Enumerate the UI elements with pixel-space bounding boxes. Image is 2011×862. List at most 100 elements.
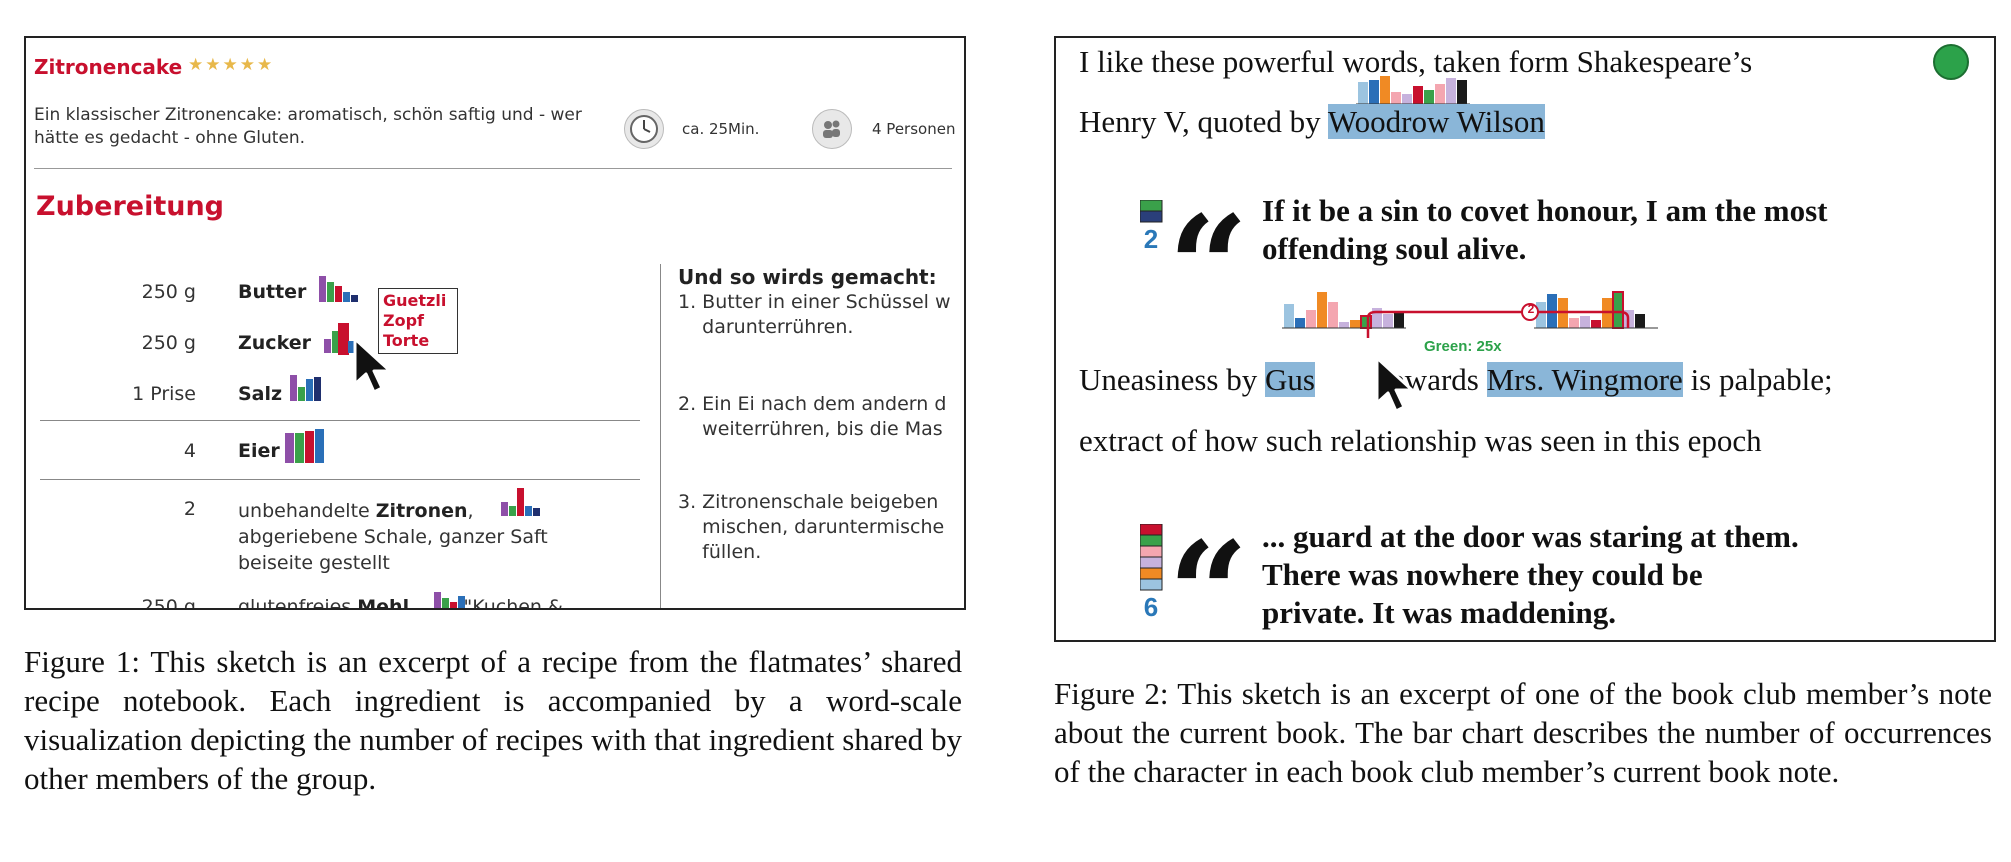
section-heading: Zubereitung xyxy=(36,191,224,222)
bar xyxy=(501,502,508,516)
divider xyxy=(40,479,640,480)
figure-2-book-note: I like these powerful words, taken form … xyxy=(1054,36,1996,642)
connector-number: 2 xyxy=(1527,302,1535,316)
bar xyxy=(1306,310,1316,328)
figure-1-caption: Figure 1: This sketch is an excerpt of a… xyxy=(24,644,962,796)
ingredient-qty: 250 g xyxy=(141,281,196,303)
bar xyxy=(1358,82,1368,104)
steps-title: Und so wirds gemacht: xyxy=(678,265,937,289)
bar xyxy=(285,433,294,463)
wordscale-chart-gus[interactable] xyxy=(1282,290,1422,330)
wordscale-chart-mehl[interactable] xyxy=(434,586,484,608)
recipe-description: Ein klassischer Zitronencake: aromatisch… xyxy=(34,105,582,148)
bar xyxy=(525,506,532,516)
bar xyxy=(1383,314,1393,328)
ingredient-name: Eier xyxy=(238,440,280,462)
recipe-tooltip[interactable]: Guetzli Zopf Torte xyxy=(378,288,458,354)
bar xyxy=(1413,86,1423,104)
bar xyxy=(305,431,314,463)
bar xyxy=(306,379,313,401)
bar xyxy=(1635,314,1645,328)
highlighted-name[interactable]: Woodrow Wilson xyxy=(1327,104,1545,139)
text-line: I like these powerful words, taken form … xyxy=(1079,44,1753,79)
tooltip-item[interactable]: Zopf xyxy=(383,311,425,330)
bar xyxy=(298,387,305,401)
ingredient-name: Zucker xyxy=(238,332,311,354)
bar xyxy=(327,282,334,302)
tooltip-item[interactable]: Guetzli xyxy=(383,291,447,310)
bar xyxy=(1536,302,1546,328)
column-divider xyxy=(660,264,661,608)
people-icon xyxy=(812,109,852,149)
ingredient-note: abgeriebene Schale, ganzer Saft xyxy=(238,526,548,548)
wordscale-chart-zucker[interactable] xyxy=(324,323,374,355)
bar xyxy=(1328,302,1338,328)
wordscale-chart-zitronen[interactable] xyxy=(501,486,551,516)
quote-mark-icon: “ xyxy=(1168,512,1249,642)
ingredient-note: beiseite gestellt xyxy=(238,552,390,574)
wordscale-chart-salz[interactable] xyxy=(290,371,340,401)
quote-count-bar[interactable] xyxy=(1140,200,1164,224)
time-label: ca. 25Min. xyxy=(682,120,760,138)
quote-count: 6 xyxy=(1143,592,1159,622)
bar xyxy=(1380,76,1390,104)
clock-icon xyxy=(624,109,664,149)
bar xyxy=(434,592,441,608)
cursor-arrow-icon xyxy=(1375,356,1414,413)
ingredient-qty: 4 xyxy=(183,440,196,462)
bar xyxy=(319,276,326,302)
bar xyxy=(1580,316,1590,328)
bar xyxy=(450,602,457,608)
bar xyxy=(1372,308,1382,328)
tooltip-item[interactable]: Torte xyxy=(383,331,430,350)
bar xyxy=(348,341,355,353)
ingredient-name: Butter xyxy=(238,281,307,303)
quote-mark-icon: “ xyxy=(1168,186,1249,350)
bar xyxy=(351,295,358,302)
bar xyxy=(335,286,342,302)
connector-line[interactable] xyxy=(1366,300,1636,340)
bar xyxy=(1435,84,1445,104)
wordscale-chart-eier[interactable] xyxy=(285,425,335,463)
bar xyxy=(1424,90,1434,104)
connector-label: Green: 25x xyxy=(1424,338,1502,355)
bar xyxy=(1350,320,1360,328)
text-line: extract of how such relationship was see… xyxy=(1079,423,1762,458)
bar xyxy=(1591,320,1601,328)
rating-stars[interactable]: ★★★★★ xyxy=(188,55,275,75)
bar xyxy=(1391,92,1401,104)
bar xyxy=(1295,318,1305,328)
recipe-title[interactable]: Zitronencake xyxy=(34,55,183,79)
servings-label: 4 Personen xyxy=(872,120,956,138)
bar xyxy=(332,331,339,353)
highlighted-name[interactable]: Gus xyxy=(1264,362,1315,397)
bar xyxy=(517,488,524,516)
quote-count-bar[interactable] xyxy=(1140,524,1166,596)
figure-2-caption: Figure 2: This sketch is an excerpt of o… xyxy=(1054,676,1992,789)
quote-count: 2 xyxy=(1143,224,1159,254)
bar xyxy=(533,508,540,516)
text-line: Uneasiness by Gus towards Mrs. Wingmore … xyxy=(1079,362,1833,397)
wordscale-chart-butter[interactable] xyxy=(319,272,369,302)
divider xyxy=(34,168,952,169)
bar xyxy=(458,596,465,608)
ingredient-qty: 1 Prise xyxy=(132,383,196,405)
green-dot-icon[interactable] xyxy=(1933,44,1969,80)
quote-text: If it be a sin to covet honour, I am the… xyxy=(1262,193,1828,266)
bar xyxy=(1402,94,1412,104)
bar xyxy=(1394,312,1404,328)
ingredient-name: glutenfreies Mehl "Kuchen & xyxy=(238,596,563,610)
figure-1-recipe: Zitronencake ★★★★★ Ein klassischer Zitro… xyxy=(24,36,966,610)
ingredient-name: unbehandelte Zitronen, abgeriebene Schal… xyxy=(238,500,548,574)
wordscale-chart-woodrow[interactable] xyxy=(1356,76,1496,106)
step-item: 1. Butter in einer Schüssel w darunterrü… xyxy=(678,291,951,338)
ingredient-qty: 250 g xyxy=(141,596,196,610)
bar xyxy=(343,292,350,302)
bar xyxy=(1446,78,1456,104)
highlighted-name[interactable]: Mrs. Wingmore xyxy=(1486,362,1683,397)
ingredient-qty: 2 xyxy=(183,498,196,520)
bar xyxy=(315,429,324,463)
cursor-arrow-icon xyxy=(353,337,392,394)
quote-text: ... guard at the door was staring at the… xyxy=(1262,519,1799,630)
ingredient-name: Salz xyxy=(238,383,283,405)
